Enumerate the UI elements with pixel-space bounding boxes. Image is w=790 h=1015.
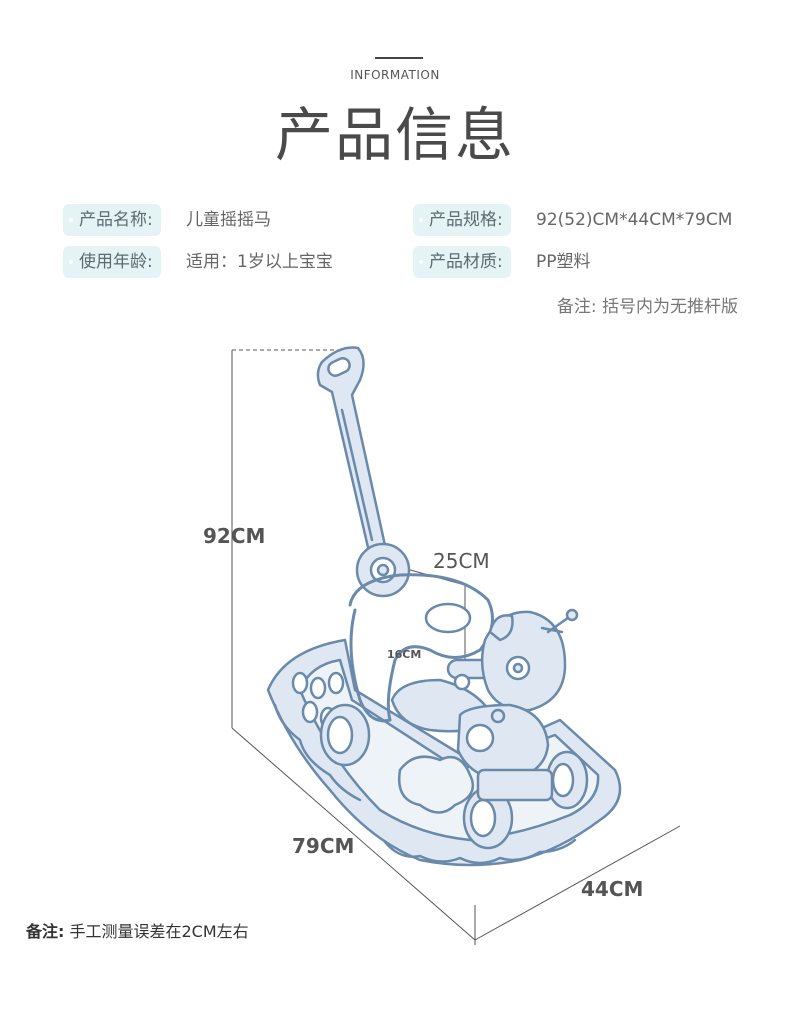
footer-note-label: 备注:	[26, 922, 65, 941]
handle-grip-hole	[327, 357, 351, 377]
armrest-left	[349, 608, 392, 723]
length-dimension-line	[231, 727, 476, 941]
handle-knob-screw	[376, 563, 390, 577]
spec-value-age: 适用：1岁以上宝宝	[186, 252, 333, 272]
spec-value-material: PP塑料	[536, 252, 591, 272]
spec-label-material: 产品材质:	[413, 246, 511, 278]
spec-label-age: 使用年龄:	[63, 246, 161, 278]
horse-pupil	[512, 662, 524, 674]
page-title: 产品信息	[274, 101, 515, 169]
horse-body-emblem	[465, 723, 495, 753]
base-wave-edge	[273, 703, 362, 802]
wheel-left	[319, 703, 371, 767]
horse-horn	[540, 626, 564, 634]
spec-label-size: 产品规格:	[413, 204, 511, 236]
spec-note: 备注: 括号内为无推杆版	[556, 297, 738, 317]
title-divider	[375, 57, 423, 59]
horse-ear	[488, 614, 514, 642]
handle-groove	[340, 408, 374, 542]
steering-end	[453, 673, 471, 691]
front-axle-housing	[476, 768, 554, 802]
backrest-hole	[424, 602, 472, 634]
base-hole	[309, 676, 327, 700]
horse-horn-tip	[565, 608, 579, 622]
dimension-handle: 25CM	[433, 549, 490, 573]
base-hole	[327, 671, 345, 695]
dimension-height: 92CM	[203, 524, 266, 548]
horse-body-dot	[490, 708, 506, 724]
width-dimension-line	[474, 825, 681, 941]
base-hole	[291, 671, 309, 695]
base-hole	[301, 700, 319, 724]
footer-note: 备注: 手工测量误差在2CM左右	[26, 918, 249, 942]
wheel-right-back	[545, 750, 589, 810]
spec-value-name: 儿童摇摇马	[186, 210, 271, 230]
footrest-flower	[397, 755, 475, 814]
dimension-length: 79CM	[292, 834, 355, 858]
base-wave-edge	[383, 838, 577, 865]
dimension-seat: 16CM	[387, 648, 422, 661]
spec-value-size: 92(52)CM*44CM*79CM	[536, 210, 733, 230]
section-subtitle: INFORMATION	[350, 68, 440, 82]
dimension-width: 44CM	[581, 877, 644, 901]
footer-note-text: 手工测量误差在2CM左右	[69, 922, 249, 941]
spec-label-name: 产品名称:	[63, 204, 161, 236]
